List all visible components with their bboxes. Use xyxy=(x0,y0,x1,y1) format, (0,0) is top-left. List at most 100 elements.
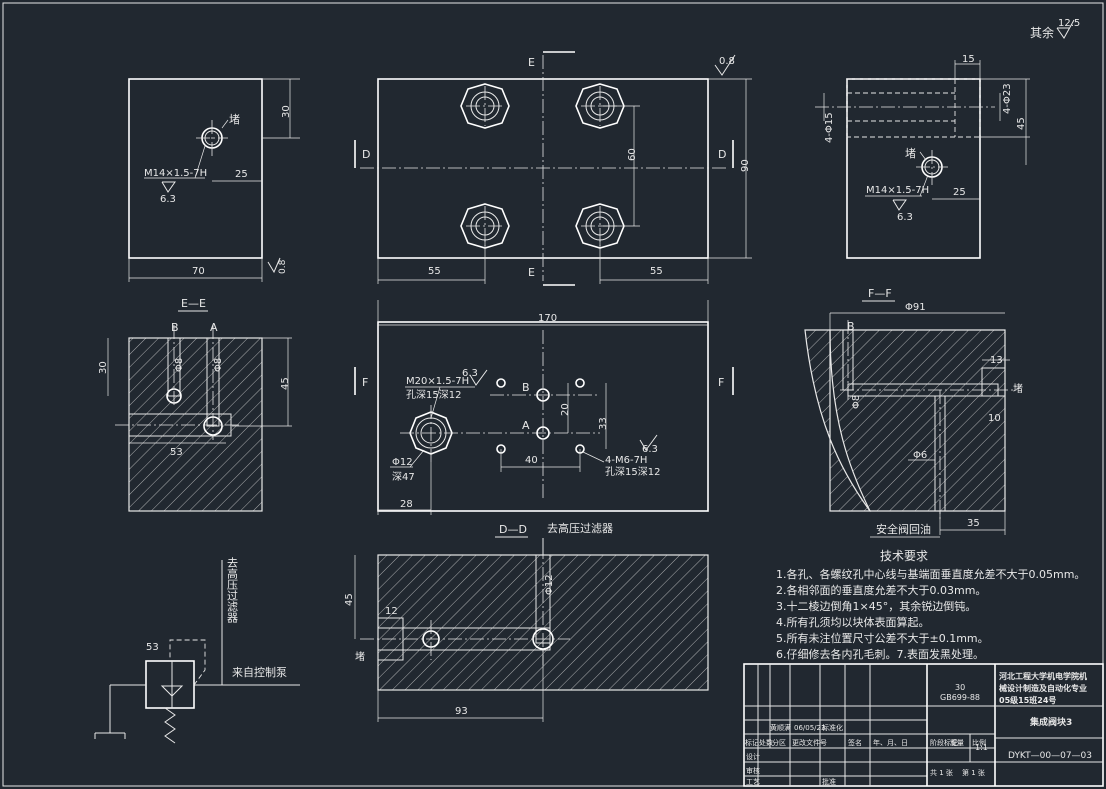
section-ee-body xyxy=(128,337,263,512)
right-view-plug-label: 堵 xyxy=(905,146,916,160)
title-row-label-3: 分区 xyxy=(772,738,786,747)
left-view-outline xyxy=(128,78,263,259)
front-view-dim-55-right: 55 xyxy=(650,266,663,277)
right-view: 15 4-Φ23 4-Φ15 45 堵 M14×1.5-7H 6.3 25 xyxy=(815,54,1030,259)
right-view-roughness: 6.3 xyxy=(897,212,913,223)
title-drawing-number: DYKT—00—07—03 xyxy=(1008,751,1092,761)
section-ee-dim-53: 53 xyxy=(170,447,183,458)
relief-valve xyxy=(145,660,195,709)
section-ff-port-b: B xyxy=(847,320,855,333)
left-view-roughness: 6.3 xyxy=(160,194,176,205)
section-dd: D—D 去高压过滤器 Φ12 45 12 堵 93 xyxy=(344,521,709,722)
top-view: 170 F F B A M20×1.5-7H 孔深15深12 6.3 20 33… xyxy=(354,300,734,515)
title-material-std: GB699-88 xyxy=(940,693,980,702)
top-view-dim-20: 20 xyxy=(560,403,571,416)
top-view-dim-28: 28 xyxy=(400,499,413,510)
title-sheet-no-label: 第 1 张 xyxy=(962,768,985,777)
tech-requirements: 技术要求 1.各孔、各螺纹孔中心线与基端面垂直度允差不大于0.05mm。 2.各… xyxy=(776,549,1085,661)
title-school-1: 河北工程大学机电学院机 xyxy=(999,671,1087,681)
top-view-roughness-small: 6.3 xyxy=(642,444,658,455)
section-ee-port-b: B xyxy=(171,321,179,334)
title-weight-label: 重量 xyxy=(950,739,964,747)
title-part-name: 集成阀块3 xyxy=(1029,716,1072,728)
top-view-dim-phi12: Φ12 xyxy=(392,457,413,468)
left-view-plug-label: 堵 xyxy=(229,112,240,126)
front-view-roughness: 0.8 xyxy=(719,56,735,67)
section-ff-dim-phi91: Φ91 xyxy=(905,302,926,313)
right-view-dim-phi15: 4-Φ15 xyxy=(824,112,835,143)
section-d-left: D xyxy=(362,148,370,161)
title-design-date: 06/05/23 xyxy=(794,724,825,732)
top-view-depth-small: 孔深15深12 xyxy=(605,466,660,478)
right-view-dim-45: 45 xyxy=(1016,117,1027,130)
section-ff-plug: 堵 xyxy=(1013,382,1023,395)
title-std-label: 标准化 xyxy=(822,723,843,732)
right-view-thread-label: M14×1.5-7H xyxy=(866,185,929,196)
left-view: 堵 M14×1.5-7H 6.3 30 25 70 0.8 xyxy=(128,78,300,282)
top-view-thread-small: 4-M6-7H xyxy=(605,455,647,466)
front-view-dim-90: 90 xyxy=(740,159,751,172)
section-f-right: F xyxy=(718,376,724,389)
general-roughness-value: 12.5 xyxy=(1058,18,1080,29)
title-row-label-1: 标记 xyxy=(745,738,759,747)
section-dd-phi12: Φ12 xyxy=(544,574,555,595)
right-view-dim-15: 15 xyxy=(962,54,975,65)
front-view-dim-55-left: 55 xyxy=(428,266,441,277)
schematic-pump-label: 来自控制泵 xyxy=(232,665,287,679)
title-stage-label: 阶段标记 xyxy=(930,738,958,747)
section-dd-plug: 堵 xyxy=(355,650,365,663)
tech-req-item-6: 6.仔细修去各内孔毛刺。7.表面发黑处理。 xyxy=(776,647,984,661)
tech-req-item-5: 5.所有未注位置尺寸公差不大于±0.1mm。 xyxy=(776,631,989,645)
right-view-dim-25: 25 xyxy=(953,187,966,198)
tech-req-item-2: 2.各相邻面的垂直度允差不大于0.03mm。 xyxy=(776,583,986,597)
title-material-code: 30 xyxy=(955,683,965,692)
top-view-outline xyxy=(377,321,709,512)
left-view-roughness-side: 0.8 xyxy=(278,259,288,274)
section-ee-dim-45: 45 xyxy=(280,377,291,390)
section-ee: E—E B A Φ8 Φ8 30 45 53 xyxy=(98,297,292,512)
section-ff-dim-10: 10 xyxy=(988,413,1001,424)
top-view-dim-40: 40 xyxy=(525,455,538,466)
title-design-name: 黄顺满 xyxy=(770,723,791,732)
section-ff-dim-13: 13 xyxy=(990,355,1003,366)
schematic-top-label: 去高压过滤器 xyxy=(226,557,239,624)
section-ff-dim-phi6: Φ6 xyxy=(913,450,927,461)
general-roughness-label: 其余 xyxy=(1030,25,1054,40)
top-view-depth-main: 孔深15深12 xyxy=(406,389,461,401)
schematic-dim-53: 53 xyxy=(146,642,159,653)
title-row-label-5: 签名 xyxy=(848,738,862,747)
title-row-label-2: 处数 xyxy=(759,738,773,747)
top-view-port-a: A xyxy=(522,419,530,432)
title-sheets-label: 共 1 张 xyxy=(930,768,953,777)
section-dd-dim-93: 93 xyxy=(455,706,468,717)
section-f-left: F xyxy=(362,376,368,389)
section-ee-title: E—E xyxy=(181,297,206,310)
front-view-dim-60: 60 xyxy=(627,148,638,161)
front-view: 90 E E D D 0.8 xyxy=(354,51,752,286)
title-scale-label: 比例 xyxy=(972,738,986,747)
tech-req-title: 技术要求 xyxy=(880,549,928,563)
section-dd-filter-label: 去高压过滤器 xyxy=(547,521,613,535)
hydraulic-schematic: 去高压过滤器 来自控制泵 53 xyxy=(94,557,300,744)
section-ee-port-a: A xyxy=(210,321,218,334)
section-ee-phi8-a: Φ8 xyxy=(213,358,224,372)
section-dd-dim-12: 12 xyxy=(385,606,398,617)
title-scale: 1:1 xyxy=(975,743,988,752)
title-row-label-6: 年、月、日 xyxy=(873,738,908,747)
section-ee-dim-30: 30 xyxy=(98,361,109,374)
section-e-bottom: E xyxy=(528,266,535,279)
left-view-dim-70: 70 xyxy=(192,266,205,277)
left-view-dim-25: 25 xyxy=(235,169,248,180)
top-view-roughness-main: 6.3 xyxy=(462,368,478,379)
general-roughness: 其余 12.5 xyxy=(1030,18,1080,40)
title-review-label: 审核 xyxy=(746,766,760,775)
top-view-dim-33: 33 xyxy=(598,417,609,430)
title-process-label: 工艺 xyxy=(746,778,760,786)
right-view-dim-phi23: 4-Φ23 xyxy=(1002,83,1013,114)
section-d-right: D xyxy=(718,148,726,161)
section-ff-dim-phi8: Φ8 xyxy=(851,395,862,409)
section-ff-body xyxy=(829,329,1006,512)
section-ff: F—F Φ91 B 13 堵 10 Φ8 Φ6 35 安全阀回油 xyxy=(804,287,1023,538)
